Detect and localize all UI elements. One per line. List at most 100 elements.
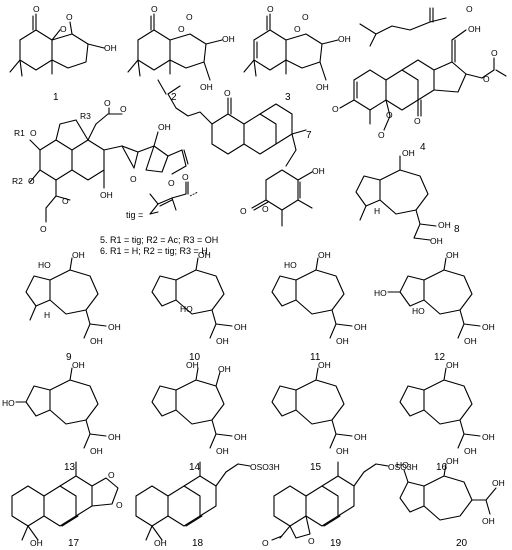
compound-19-lactone-O: O (262, 538, 269, 548)
compound-20-OH-3: OH (482, 516, 495, 526)
tig-keto-O: O (182, 172, 189, 182)
compound-8-OH-3: OH (430, 236, 443, 246)
compound-4-acetate-O: O (483, 74, 490, 84)
compound-18-OSO3H: OSO3H (250, 462, 280, 472)
compound-13-structure (15, 367, 107, 449)
compound-7-label: 7 (306, 130, 312, 141)
compound-17-label: 17 (68, 538, 80, 549)
compound-15-OH-2: OH (354, 432, 367, 442)
compound-10-OH: OH (198, 250, 211, 260)
compound-13-OH-3: OH (90, 446, 103, 456)
compound-17-structure (11, 461, 119, 541)
compound-2-peroxide-O1: O (178, 24, 185, 34)
compound-10-structure (151, 257, 233, 339)
compound-11-label: 11 (310, 352, 321, 363)
compound-12-structure (387, 257, 481, 339)
compound-5-R2-O: O (28, 176, 35, 186)
compound-3-label: 3 (285, 92, 291, 103)
compound-12-HO-2: HO (412, 306, 425, 316)
compound-16-OH-3: OH (464, 446, 477, 456)
compound-5-OH-2: OH (158, 122, 171, 132)
compound-7-pyrone-O: O (262, 204, 269, 214)
compound-19-structure (271, 461, 389, 541)
compound-5-ester-O-4: O (40, 224, 47, 234)
compound-1-OH: OH (104, 43, 117, 53)
compound-2-peroxide-O2: O (186, 12, 193, 22)
compound-5-OH: OH (100, 190, 113, 200)
compound-3-peroxide-O2: O (302, 12, 309, 22)
compound-3-OH-a: OH (338, 34, 351, 44)
compound-1-structure (9, 13, 105, 77)
compound-19-OSO3H: OSO3H (388, 462, 418, 472)
compound-20-OH-2: OH (492, 478, 505, 488)
compound-11-OH-3: OH (336, 336, 349, 346)
compound-6-label: 6. R1 = H; R2 = tig; R3 = H (100, 246, 208, 256)
compound-5-R1: R1 (14, 128, 25, 138)
compound-15-OH-3: OH (336, 446, 349, 456)
compound-3-keto-O: O (267, 4, 274, 14)
compound-15-OH: OH (318, 360, 331, 370)
compound-4-acid-O: O (466, 4, 473, 14)
compound-1-peroxide-O1: O (60, 24, 67, 34)
compound-9-OH: OH (72, 250, 85, 260)
compound-16-structure (399, 367, 481, 449)
compound-16-OH: OH (446, 360, 459, 370)
compound-8-structure (355, 155, 437, 241)
compound-2-OH-b: OH (200, 82, 213, 92)
compound-12-OH: OH (446, 250, 459, 260)
compound-14-OH-3: OH (234, 432, 247, 442)
compound-8-OH: OH (402, 148, 415, 158)
compound-3-peroxide-O1: O (294, 24, 301, 34)
compound-18-label: 18 (192, 538, 204, 549)
compound-7-lactone-O: O (240, 206, 247, 216)
compound-2-structure (127, 13, 223, 81)
compound-18-structure (135, 461, 251, 541)
compound-2-keto-O: O (151, 4, 158, 14)
compound-20-OH: OH (446, 456, 459, 466)
compound-4-keto-O-2: O (414, 116, 421, 126)
compound-9-OH-2: OH (108, 322, 121, 332)
compound-14-structure (151, 367, 233, 449)
compound-17-ether-O: O (108, 470, 115, 480)
compound-4-acetate-O-2: O (491, 48, 498, 58)
compound-5-R3: R3 (80, 111, 91, 121)
compound-16-OH-2: OH (482, 432, 495, 442)
compound-17-OH: OH (30, 538, 43, 548)
compound-8-OH-2: OH (438, 220, 451, 230)
compound-12-HO: HO (374, 288, 387, 298)
compound-11-HO: HO (284, 260, 297, 270)
compound-14-OH-2: OH (218, 364, 231, 374)
compound-2-OH-a: OH (222, 34, 235, 44)
compound-1-keto-O: O (33, 4, 40, 14)
compound-7-structure (157, 79, 313, 227)
compound-13-label: 13 (64, 462, 76, 473)
compound-13-HO: HO (2, 398, 15, 408)
compound-9-H: H (44, 310, 50, 320)
compound-5-6-structure (29, 107, 199, 223)
compound-1-peroxide-O2: O (66, 12, 73, 22)
compound-5-R1-O: O (30, 128, 37, 138)
compound-20-label: 20 (456, 538, 468, 549)
compound-3-OH-b: OH (316, 82, 329, 92)
compound-8-label: 8 (454, 224, 460, 235)
compound-5-ester-O: O (104, 98, 111, 108)
compound-10-OH-3: OH (216, 336, 229, 346)
compound-19-lactone-O-2: O (308, 536, 315, 546)
compound-18-OH: OH (154, 538, 167, 548)
compound-11-OH-2: OH (354, 322, 367, 332)
compound-9-HO: HO (38, 260, 51, 270)
compound-20-structure (399, 463, 497, 521)
compound-12-OH-3: OH (464, 336, 477, 346)
tig-definition: tig = (126, 210, 143, 220)
compound-14-OH: OH (186, 360, 199, 370)
compound-17-ether-O-2: O (116, 500, 123, 510)
compound-13-OH: OH (72, 360, 85, 370)
compound-15-structure (271, 367, 353, 449)
compound-10-label: 10 (189, 352, 201, 363)
compound-14-OH-4: OH (216, 446, 229, 456)
compound-8-H: H (374, 206, 380, 216)
compound-4-structure (339, 7, 507, 131)
compound-4-acid-OH: OH (468, 24, 481, 34)
compound-19-label: 19 (330, 538, 342, 549)
